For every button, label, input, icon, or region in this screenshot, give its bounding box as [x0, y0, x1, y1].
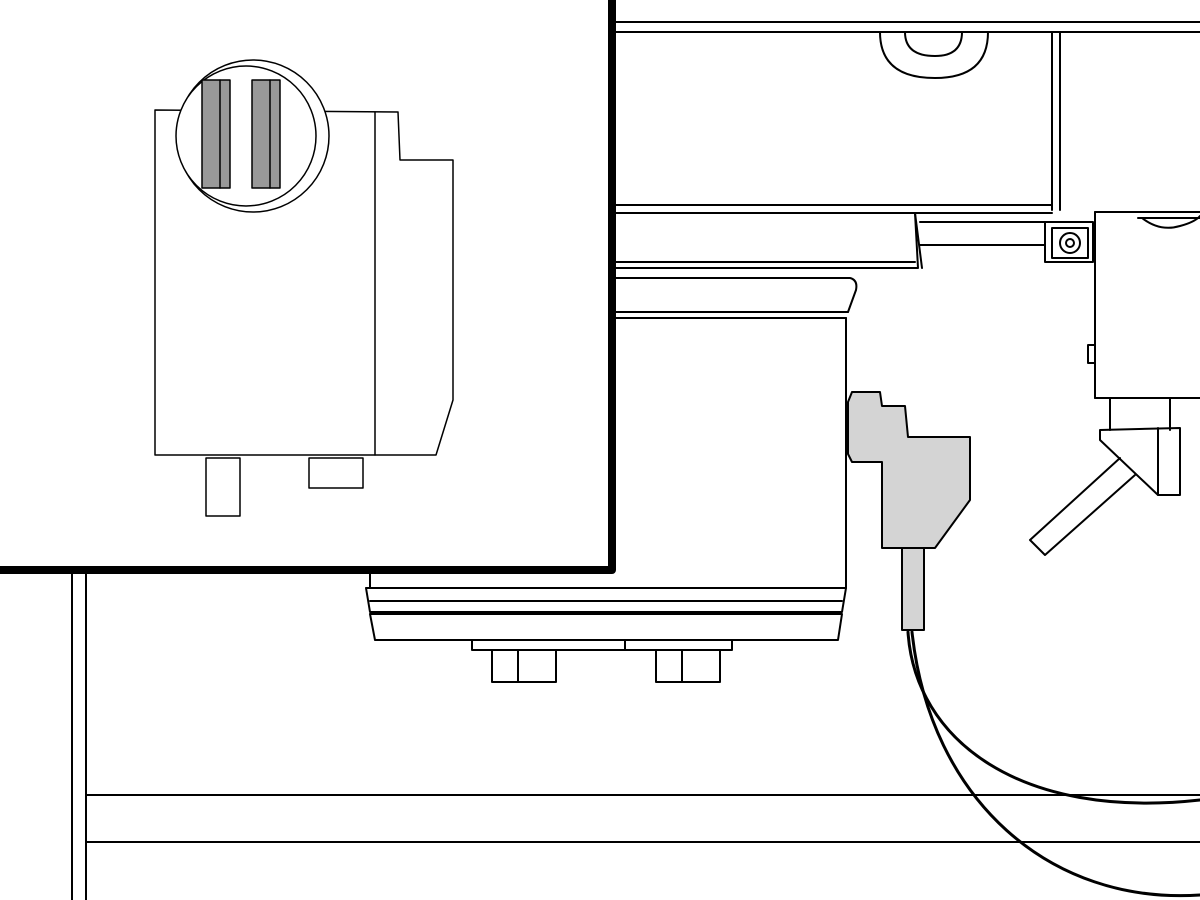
mounting-screw — [1044, 221, 1094, 263]
upper-chamber — [614, 21, 1200, 214]
dispensing-spout — [1029, 211, 1200, 556]
detail-inset — [0, 0, 616, 574]
sensor-connector — [847, 391, 971, 631]
sensor-cable — [906, 630, 1200, 898]
machine-housing — [614, 212, 1053, 319]
contact-blade — [201, 79, 231, 189]
connector-close-up — [154, 59, 454, 517]
base-rail — [71, 559, 1200, 900]
grinder-body — [365, 317, 847, 683]
contact-blade — [251, 79, 281, 189]
